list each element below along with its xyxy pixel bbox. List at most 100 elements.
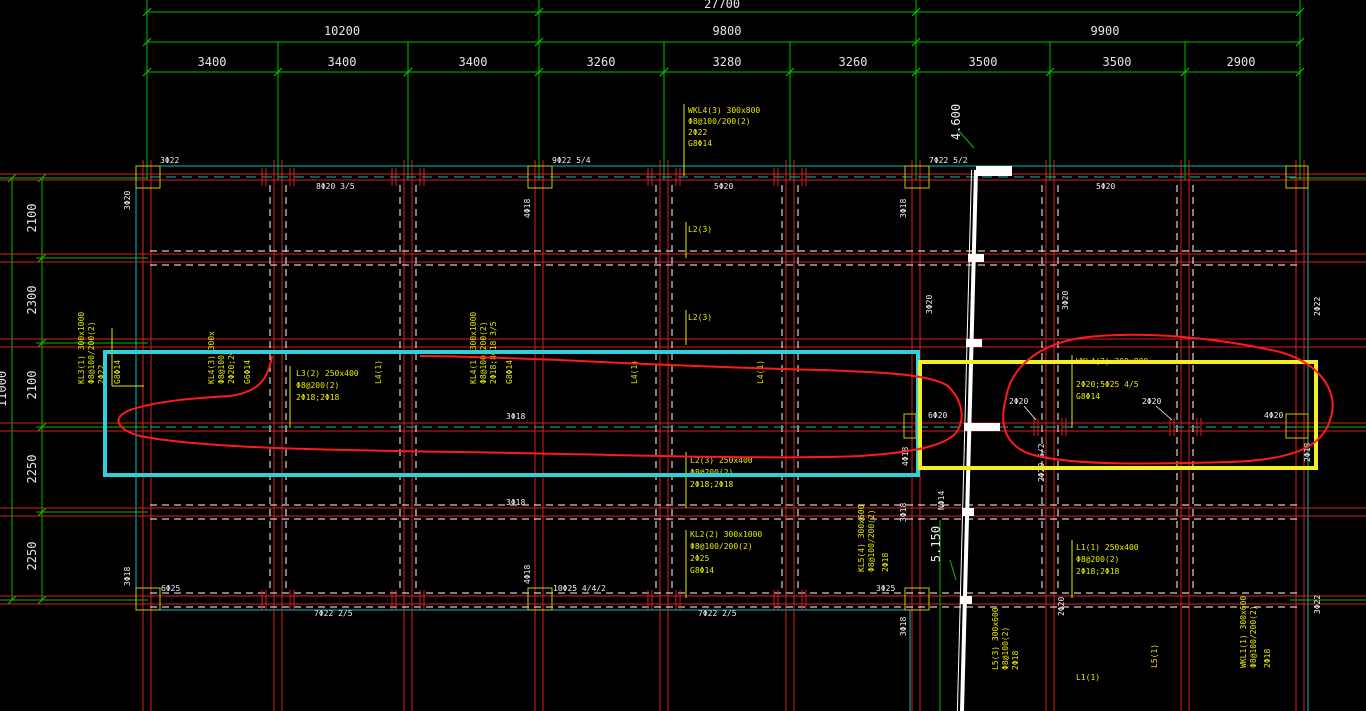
kl5-line-2: Φ8@100/200(2) — [867, 509, 876, 572]
elevation-break-line — [949, 129, 1012, 711]
l3-annotation: L3(2) 250x400 Φ8@200(2) 2Φ18;2Φ18 — [296, 369, 359, 402]
kl4b-line-4: G8Φ14 — [505, 360, 514, 384]
elevation-upper: 4.600 — [949, 104, 963, 140]
bay-dimension-7: 3500 — [969, 55, 998, 69]
stirrup-marks — [261, 168, 1202, 610]
yellow-highlight-box — [918, 360, 1318, 470]
vert-reinf-10: 4Φ18 — [523, 565, 532, 584]
l3-line-2: Φ8@200(2) — [296, 381, 339, 390]
vert-reinf-8: 3Φ18 — [899, 503, 908, 522]
left-dim-ticks — [7, 173, 47, 605]
left-dimension-lines — [0, 177, 1366, 601]
elevation-lower: 5.150 — [929, 526, 943, 562]
top-dimension-lines — [146, 0, 1301, 180]
wkl1-annotation: WKL1(1) 300x600 Φ8@100/200(2) 2Φ18 — [1239, 596, 1272, 668]
left-dimension-1: 2100 — [25, 204, 39, 233]
vert-reinf-1: 3Φ20 — [123, 191, 132, 210]
span-dimension-1: 10200 — [324, 24, 360, 38]
vert-reinf-15: 3Φ22 — [1313, 595, 1322, 614]
kl2-line-2: Φ8@100/200(2) — [690, 542, 753, 551]
kl4-line-4: G6Φ14 — [243, 360, 252, 384]
l4-label-2: L4(1) — [630, 360, 639, 384]
vert-reinf-14: 3Φ18 — [899, 617, 908, 636]
top-reinf-2: 8Φ20 3/5 — [316, 182, 355, 191]
bay-dimension-6: 3260 — [839, 55, 868, 69]
l2b-line-1: L2(3) 250x400 — [690, 456, 753, 465]
mid-reinf-2: 3Φ18 — [506, 498, 525, 507]
bay-dimension-9: 2900 — [1227, 55, 1256, 69]
bay-dimension-4: 3260 — [587, 55, 616, 69]
l3-line-1: L3(2) 250x400 — [296, 369, 359, 378]
vertical-reinf-labels: 3Φ20 4Φ18 3Φ18 3Φ20 3Φ20 2Φ22 4Φ18 3Φ18 … — [123, 191, 1322, 636]
red-markup-right — [1002, 333, 1334, 465]
kl3-line-1: KL3(1) 300x1000 — [77, 312, 86, 384]
vert-reinf-9: 3Φ18 — [123, 567, 132, 586]
left-dimension-total: 11000 — [0, 371, 9, 407]
wkl1-line-2: Φ8@100/200(2) — [1249, 605, 1258, 668]
l2b-line-3: 2Φ18;2Φ18 — [690, 480, 734, 489]
red-markup-left — [117, 355, 963, 459]
l5-line-3: 2Φ18 — [1011, 651, 1020, 670]
overall-dimension: 27700 — [704, 0, 740, 11]
span-dimension-3: 9900 — [1091, 24, 1120, 38]
l1-line-2: Φ8@200(2) — [1076, 555, 1119, 564]
kl4b-line-1: KL4(1) 300x1000 — [469, 312, 478, 384]
l2-label-2: L2(3) — [688, 313, 712, 322]
vert-reinf-3: 3Φ18 — [899, 199, 908, 218]
secondary-beams — [150, 185, 1300, 608]
kl3-line-3: 2Φ22 — [97, 365, 106, 384]
wkl4-line-3: 2Φ22 — [688, 128, 707, 137]
mid-reinf-4: 2Φ20 — [1009, 397, 1028, 406]
top-reinf-5: 7Φ22 5/2 — [929, 156, 968, 165]
kl2-line-3: 2Φ25 — [690, 554, 709, 563]
kl2-annotation: KL2(2) 300x1000 Φ8@100/200(2) 2Φ25 G8Φ14 — [690, 530, 762, 575]
l2b-annotation: L2(3) 250x400 Φ8@200(2) 2Φ18;2Φ18 — [690, 456, 753, 489]
vert-reinf-2: 4Φ18 — [523, 199, 532, 218]
vert-reinf-13: 2Φ20 — [1057, 597, 1066, 616]
wkl-right-line-3: G8Φ14 — [1076, 392, 1100, 401]
kl2-line-1: KL2(2) 300x1000 — [690, 530, 762, 539]
bot-reinf-2: 7Φ22 2/5 — [314, 609, 353, 618]
l4-label-3: L4(1) — [756, 360, 765, 384]
l5-line-2: Φ8@100(2) — [1001, 627, 1010, 670]
vert-reinf-5: 3Φ20 — [1061, 291, 1070, 310]
wkl4-line-4: G8Φ14 — [688, 139, 712, 148]
axis-lines — [939, 426, 1366, 711]
kl5-line-1: KL5(4) 300x600 — [857, 504, 866, 572]
l3-line-3: 2Φ18;2Φ18 — [296, 393, 340, 402]
wkl4-line-2: Φ8@100/200(2) — [688, 117, 751, 126]
columns — [135, 165, 1309, 611]
bot-reinf-4: 7Φ22 2/5 — [698, 609, 737, 618]
vert-reinf-4: 3Φ20 — [925, 295, 934, 314]
mid-reinf-1: 3Φ18 — [506, 412, 525, 421]
top-reinf-4: 5Φ20 — [714, 182, 733, 191]
wkl4-line-1: WKL4(3) 300x800 — [688, 106, 760, 115]
left-dimension-2: 2300 — [25, 286, 39, 315]
horizontal-beams — [0, 173, 1366, 605]
kl3-annotation: KL3(1) 300x1000 Φ8@100/200(2) 2Φ22 G8Φ14 — [77, 312, 122, 384]
bay-dimension-3: 3400 — [459, 55, 488, 69]
vert-reinf-6: 2Φ22 — [1313, 297, 1322, 316]
vert-reinf-12: NΦ14 — [937, 491, 946, 510]
bot-reinf-1: 6Φ25 — [161, 584, 180, 593]
wkl1-line-1: WKL1(1) 300x600 — [1239, 596, 1248, 668]
vert-reinf-11: 2Φ20 5/2 — [1037, 443, 1046, 482]
kl4-annotation: KL4(3) 300x Φ8@100/ 2Φ20;2Φ G6Φ14 — [207, 331, 252, 384]
bay-dimension-2: 3400 — [328, 55, 357, 69]
vertical-beams — [142, 160, 1305, 711]
bay-dimension-8: 3500 — [1103, 55, 1132, 69]
kl2-line-4: G8Φ14 — [690, 566, 714, 575]
kl4-line-3: 2Φ20;2Φ — [227, 350, 236, 384]
l1-small-label: L1(1) — [1076, 673, 1100, 682]
l5-annotation: L5(3) 300x600 Φ8@100(2) 2Φ18 — [991, 607, 1020, 670]
kl3-line-2: Φ8@100/200(2) — [87, 321, 96, 384]
l1-line-3: 2Φ18;2Φ18 — [1076, 567, 1120, 576]
kl3-line-4: G8Φ14 — [113, 360, 122, 384]
bay-dimension-5: 3280 — [713, 55, 742, 69]
kl4-line-2: Φ8@100/ — [217, 350, 226, 384]
top-reinf-1: 3Φ22 — [160, 156, 179, 165]
vert-reinf-16: 2Φ18 — [1303, 443, 1312, 462]
l5-line-1: L5(3) 300x600 — [991, 607, 1000, 670]
kl5-line-3: 2Φ18 — [881, 553, 890, 572]
